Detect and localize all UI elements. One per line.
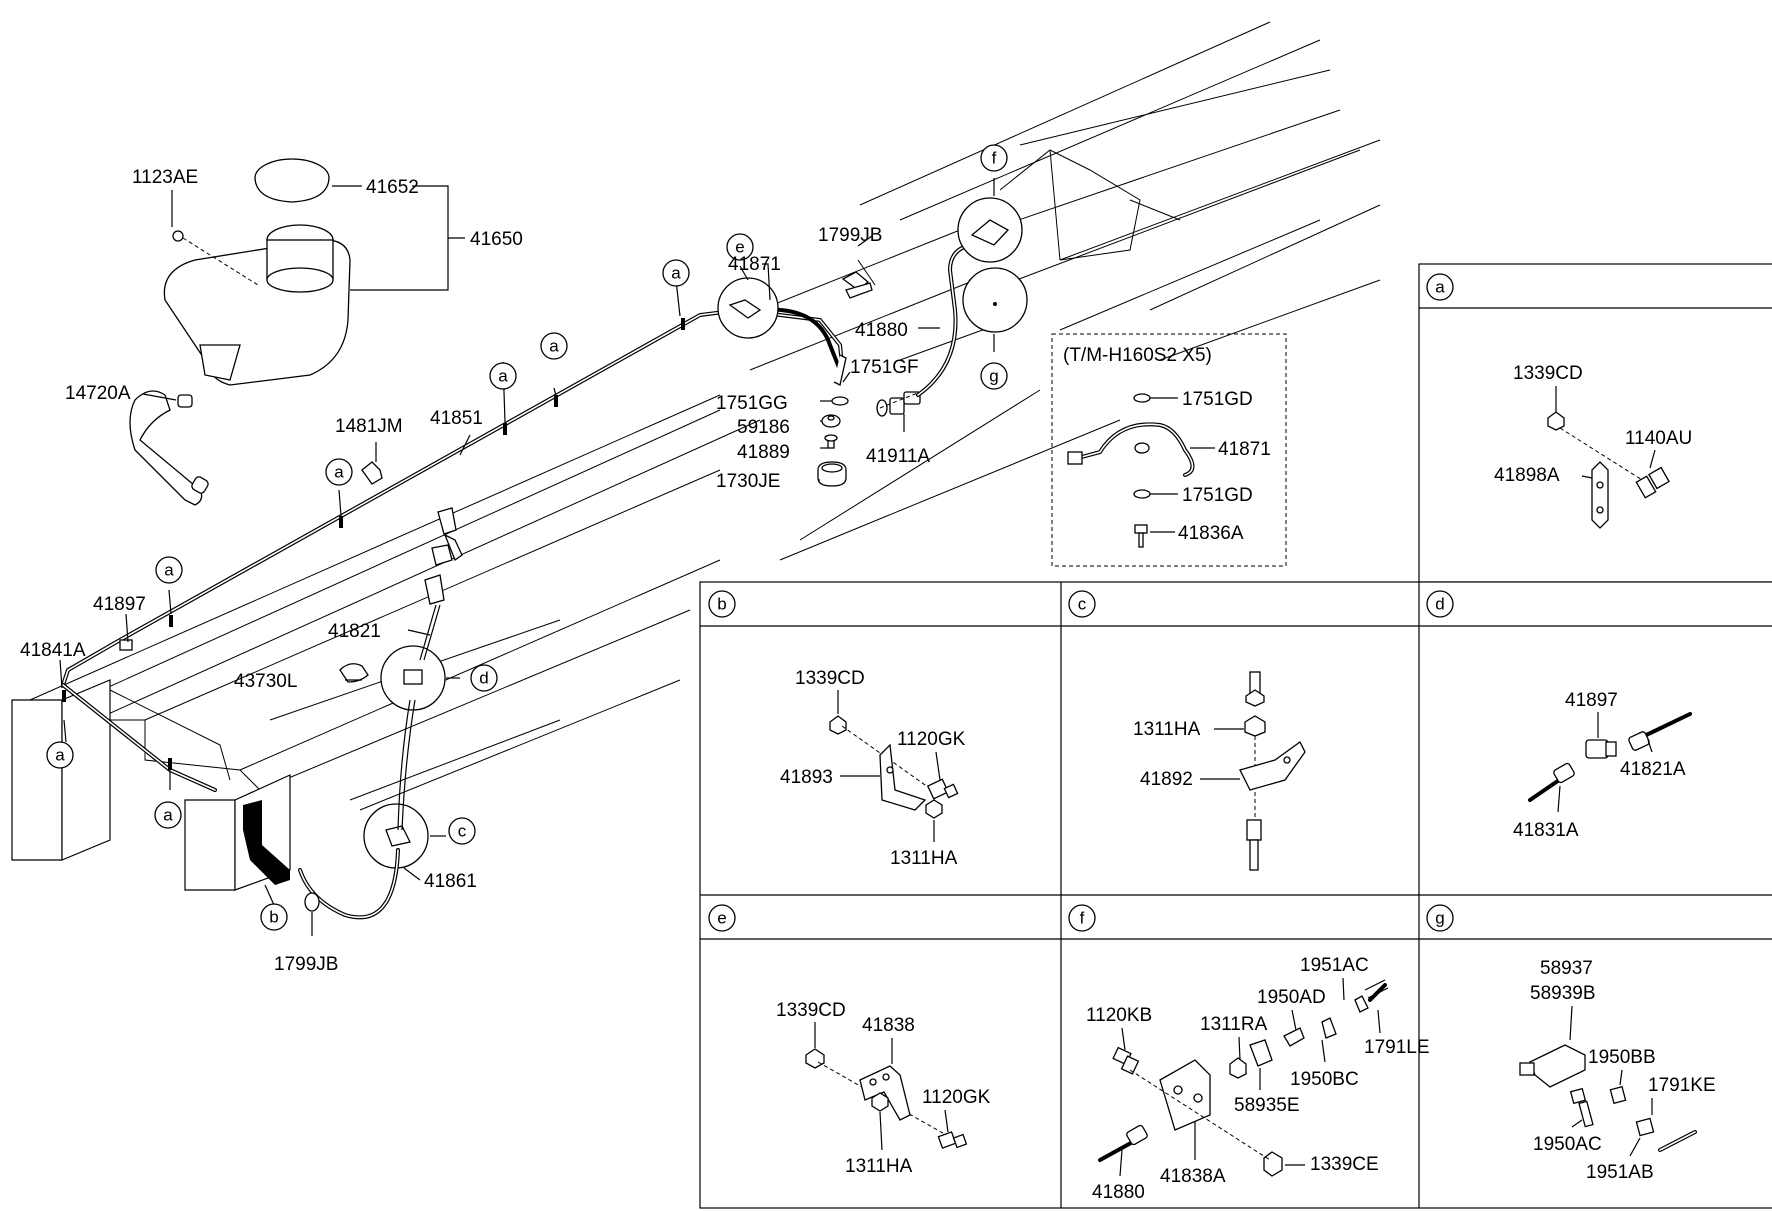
ref-d: d: [479, 669, 488, 688]
panel-a-content: 1339CD 1140AU 41898A: [1494, 363, 1692, 529]
panel-g-58937: 58937: [1540, 958, 1593, 979]
panel-c-content: 1311HA 41892: [1133, 671, 1306, 871]
panel-d-content: 41897 41821A 41831A: [1513, 690, 1692, 841]
label-1751GF: 1751GF: [850, 357, 919, 378]
label-1481JM: 1481JM: [335, 416, 403, 437]
panel-c-header: c: [1078, 595, 1087, 614]
tm-variant-box: (T/M-H160S2 X5) 1751GD 41871 1751GD 4183…: [1051, 333, 1287, 567]
panel-b-1311HA: 1311HA: [890, 848, 958, 869]
panel-b-1339CD: 1339CD: [795, 668, 865, 689]
panel-b-content: 1339CD 1120GK 41893 1311HA: [780, 668, 966, 869]
ref-b: b: [269, 908, 278, 927]
panel-b-1120GK: 1120GK: [897, 729, 966, 750]
label-14720A: 14720A: [65, 383, 131, 404]
panel-f-1120KB: 1120KB: [1086, 1005, 1152, 1026]
label-1123AE: 1123AE: [132, 167, 198, 188]
ref-g: g: [989, 367, 998, 386]
label-41851: 41851: [430, 408, 483, 429]
callout-circles: [363, 197, 1028, 869]
clip-1481JM: [361, 461, 383, 485]
panel-f-1339CE: 1339CE: [1310, 1154, 1379, 1175]
ref-a-5: a: [164, 561, 174, 580]
panel-c-1311HA: 1311HA: [1133, 719, 1201, 740]
label-41880: 41880: [855, 320, 908, 341]
label-59186: 59186: [737, 417, 790, 438]
label-41897: 41897: [93, 594, 146, 615]
ref-a-6: a: [55, 746, 65, 765]
panel-d-41821A: 41821A: [1620, 759, 1686, 780]
clip-points: [62, 318, 685, 770]
panel-d-41831A: 41831A: [1513, 820, 1579, 841]
label-41871: 41871: [728, 254, 781, 275]
panel-g-header: g: [1435, 909, 1444, 928]
panel-f-1791LE: 1791LE: [1364, 1037, 1430, 1058]
panel-d-header: d: [1435, 595, 1444, 614]
panel-f-content: 1951AC 1950AD 1120KB 1311RA 1791LE 1950B…: [1086, 955, 1430, 1203]
label-41652: 41652: [366, 177, 419, 198]
panel-f-41838A: 41838A: [1160, 1166, 1226, 1187]
panel-a-41898A: 41898A: [1494, 465, 1560, 486]
vehicle-frame: [11, 21, 1381, 891]
panel-g-content: 58937 58939B 1950BB 1791KE 1950AC 1951AB: [1519, 958, 1716, 1183]
panel-g-1950BB: 1950BB: [1588, 1047, 1656, 1068]
label-41650: 41650: [470, 229, 523, 250]
panel-a-1339CD: 1339CD: [1513, 363, 1583, 384]
ref-bubbles: a a a a a a a b c d e f g: [46, 144, 1008, 931]
label-1730JE: 1730JE: [716, 471, 780, 492]
panel-g-1951AB: 1951AB: [1586, 1162, 1654, 1183]
tm-label-1751GD-2: 1751GD: [1182, 485, 1253, 506]
panel-g-1950AC: 1950AC: [1533, 1134, 1602, 1155]
panel-f-58935E: 58935E: [1234, 1095, 1300, 1116]
tm-label-1751GD-1: 1751GD: [1182, 389, 1253, 410]
panel-f-1950AD: 1950AD: [1257, 987, 1326, 1008]
label-41911A: 41911A: [866, 446, 930, 467]
panel-headers: a b c d e f g: [708, 273, 1454, 932]
panel-f-1951AC: 1951AC: [1300, 955, 1369, 976]
label-1751GG: 1751GG: [716, 393, 788, 414]
ref-e: e: [735, 238, 744, 257]
part-labels: 1123AE 41652 41650 14720A 1481JM 41851 4…: [20, 167, 930, 975]
panel-c-41892: 41892: [1140, 769, 1193, 790]
tm-box-title: (T/M-H160S2 X5): [1063, 345, 1212, 366]
label-1799JB-top: 1799JB: [818, 225, 882, 246]
panel-f-1950BC: 1950BC: [1290, 1069, 1359, 1090]
tm-label-41871: 41871: [1218, 439, 1271, 460]
panel-d-41897: 41897: [1565, 690, 1618, 711]
ref-a-7: a: [163, 806, 173, 825]
reservoir-41650: [129, 158, 351, 506]
label-41861: 41861: [424, 871, 477, 892]
panel-f-1311RA: 1311RA: [1200, 1014, 1268, 1035]
panel-e-1339CD: 1339CD: [776, 1000, 846, 1021]
panel-e-content: 1339CD 41838 1120GK 1311HA: [776, 1000, 991, 1177]
tm-label-41836A: 41836A: [1178, 523, 1244, 544]
panel-a-header: a: [1435, 278, 1445, 297]
panel-e-header: e: [717, 909, 726, 928]
panel-a-1140AU: 1140AU: [1625, 428, 1692, 449]
ref-c: c: [458, 822, 467, 841]
label-41821: 41821: [328, 621, 381, 642]
panel-g-58939B: 58939B: [1530, 983, 1596, 1004]
leader-lines: [59, 178, 995, 936]
ref-a-4: a: [334, 463, 344, 482]
label-41841A: 41841A: [20, 640, 86, 661]
ref-f: f: [992, 149, 997, 168]
panel-b-header: b: [717, 595, 726, 614]
panel-b-41893: 41893: [780, 767, 833, 788]
ref-a-3: a: [498, 367, 508, 386]
panel-e-1311HA: 1311HA: [845, 1156, 913, 1177]
panel-g-1791KE: 1791KE: [1648, 1075, 1716, 1096]
hose-41821: [298, 507, 463, 920]
label-43730L: 43730L: [234, 671, 297, 692]
heat-shield: [243, 800, 290, 885]
label-1799JB-bottom: 1799JB: [274, 954, 338, 975]
label-41889: 41889: [737, 442, 790, 463]
panel-f-41880: 41880: [1092, 1182, 1145, 1203]
panel-f-header: f: [1080, 909, 1085, 928]
ref-a-2: a: [549, 337, 559, 356]
panel-e-1120GK: 1120GK: [922, 1087, 991, 1108]
ref-a-1: a: [671, 264, 681, 283]
panel-e-41838: 41838: [862, 1015, 915, 1036]
